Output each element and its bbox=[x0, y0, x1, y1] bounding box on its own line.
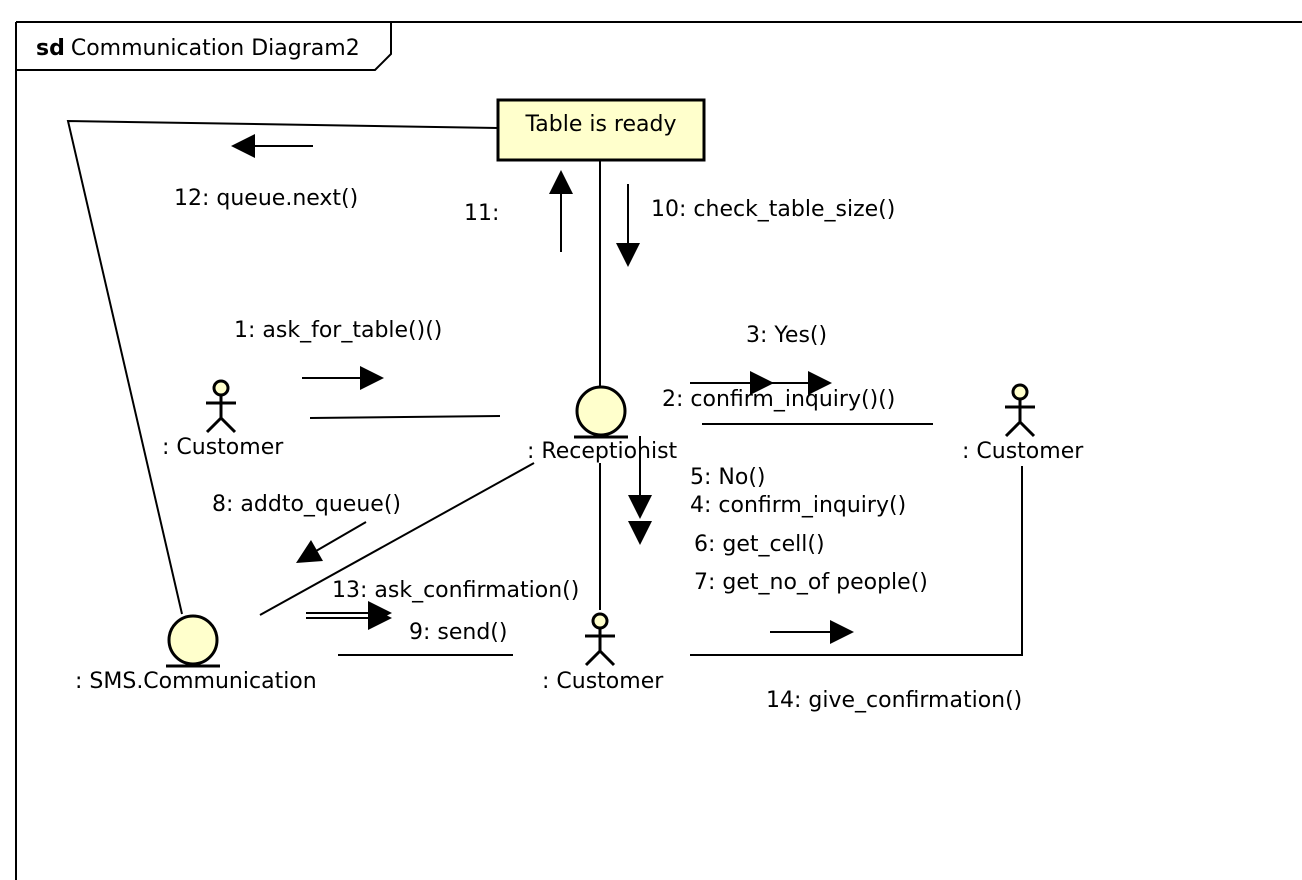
link-customer-left-to-receptionist bbox=[309, 415, 501, 419]
frame-title: Communication Diagram2 bbox=[71, 36, 360, 61]
message-label-5: 5: No() bbox=[690, 465, 766, 490]
customer-left-label: : Customer bbox=[162, 435, 284, 460]
arrow-m11 bbox=[549, 170, 573, 252]
customer-bottom-label: : Customer bbox=[542, 669, 664, 694]
links bbox=[66, 119, 1023, 656]
message-label-12: 12: queue.next() bbox=[174, 186, 358, 211]
customer-right-actor: : Customer bbox=[962, 383, 1084, 464]
arrow-m8 bbox=[296, 521, 367, 563]
message-label-9: 9: send() bbox=[409, 620, 507, 645]
arrow-m14 bbox=[770, 620, 854, 644]
customer-left-actor: : Customer bbox=[162, 379, 284, 460]
message-label-10: 10: check_table_size() bbox=[651, 197, 895, 222]
receptionist-object: : Receptionist bbox=[527, 385, 678, 464]
message-label-4: 4: confirm_inquiry() bbox=[690, 493, 906, 518]
receptionist-label: : Receptionist bbox=[527, 439, 678, 464]
actor-head-icon bbox=[1011, 383, 1029, 401]
message-label-7: 7: get_no_of people() bbox=[694, 570, 928, 595]
sms-communication-object: : SMS.Communication bbox=[75, 614, 317, 694]
link-state-to-sms bbox=[66, 119, 499, 615]
sms-circle-icon bbox=[167, 614, 219, 666]
link-receptionist-to-sms bbox=[259, 462, 535, 616]
message-labels: 12: queue.next() 11: 10: check_table_siz… bbox=[174, 186, 1022, 713]
table-ready-label: Table is ready bbox=[524, 112, 676, 137]
arrow-m12 bbox=[231, 134, 313, 158]
customer-bottom-actor: : Customer bbox=[542, 612, 664, 694]
arrow-m4-m5 bbox=[628, 436, 652, 545]
actor-head-icon bbox=[212, 379, 230, 397]
frame-tab-border bbox=[16, 22, 392, 71]
actor-head-icon bbox=[591, 612, 609, 630]
message-label-13: 13: ask_confirmation() bbox=[332, 578, 579, 603]
message-label-1: 1: ask_for_table()() bbox=[234, 318, 442, 343]
frame-keyword: sd bbox=[36, 36, 65, 61]
arrow-m1 bbox=[302, 366, 384, 390]
arrow-m9 bbox=[306, 606, 392, 630]
message-label-2: 2: confirm_inquiry()() bbox=[662, 387, 895, 412]
message-label-8: 8: addto_queue() bbox=[212, 492, 401, 517]
message-label-3: 3: Yes() bbox=[746, 323, 827, 348]
arrow-m3 bbox=[745, 371, 832, 395]
message-label-6: 6: get_cell() bbox=[694, 532, 825, 557]
message-arrows bbox=[231, 134, 854, 644]
arrow-m10 bbox=[616, 184, 640, 267]
table-ready-box: Table is ready bbox=[496, 98, 706, 162]
receptionist-circle-icon bbox=[575, 385, 627, 437]
link-customer-bottom-to-customer-right bbox=[690, 466, 1023, 656]
message-label-11: 11: bbox=[464, 201, 499, 226]
customer-right-label: : Customer bbox=[962, 439, 1084, 464]
message-label-14: 14: give_confirmation() bbox=[766, 688, 1022, 713]
table-ready-rect bbox=[496, 98, 706, 162]
sms-label: : SMS.Communication bbox=[75, 669, 317, 694]
